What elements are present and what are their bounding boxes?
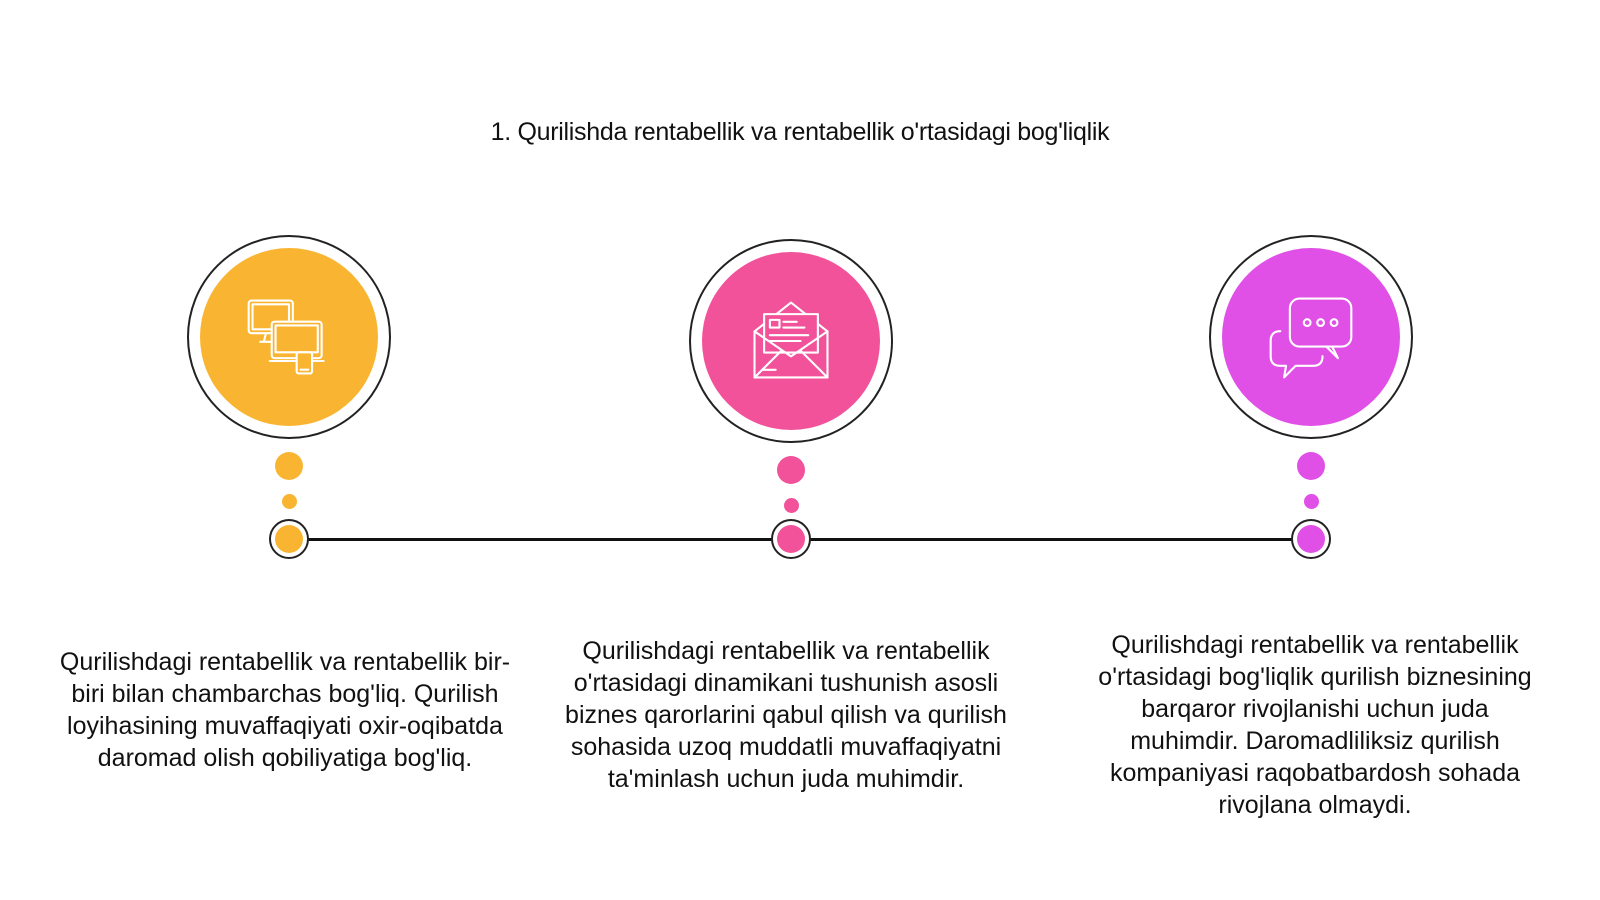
step-1-description: Qurilishdagi rentabellik va rentabellik … — [59, 648, 511, 772]
connector-dot-large — [1297, 452, 1325, 480]
devices-icon — [247, 299, 325, 375]
chat-bubbles-icon — [1269, 297, 1353, 379]
envelope-icon — [753, 301, 829, 379]
connector-dot-large — [777, 456, 805, 484]
step-3-description: Qurilishdagi rentabellik va rentabellik … — [1098, 631, 1532, 819]
step-2-description: Qurilishdagi rentabellik va rentabellik … — [565, 637, 1007, 793]
connector-dot-small — [281, 494, 297, 509]
connector-dot-large — [275, 452, 303, 480]
page-title: 1. Qurilishda rentabellik va rentabellik… — [490, 118, 1110, 146]
connector-dot-small — [783, 498, 799, 513]
timeline-node-fill — [275, 525, 303, 553]
icon-disc — [200, 248, 378, 426]
timeline-node-fill — [777, 525, 805, 553]
connector-dot-small — [1303, 494, 1319, 509]
icon-disc — [1222, 248, 1400, 426]
icon-disc — [702, 252, 880, 430]
timeline-node-fill — [1297, 525, 1325, 553]
